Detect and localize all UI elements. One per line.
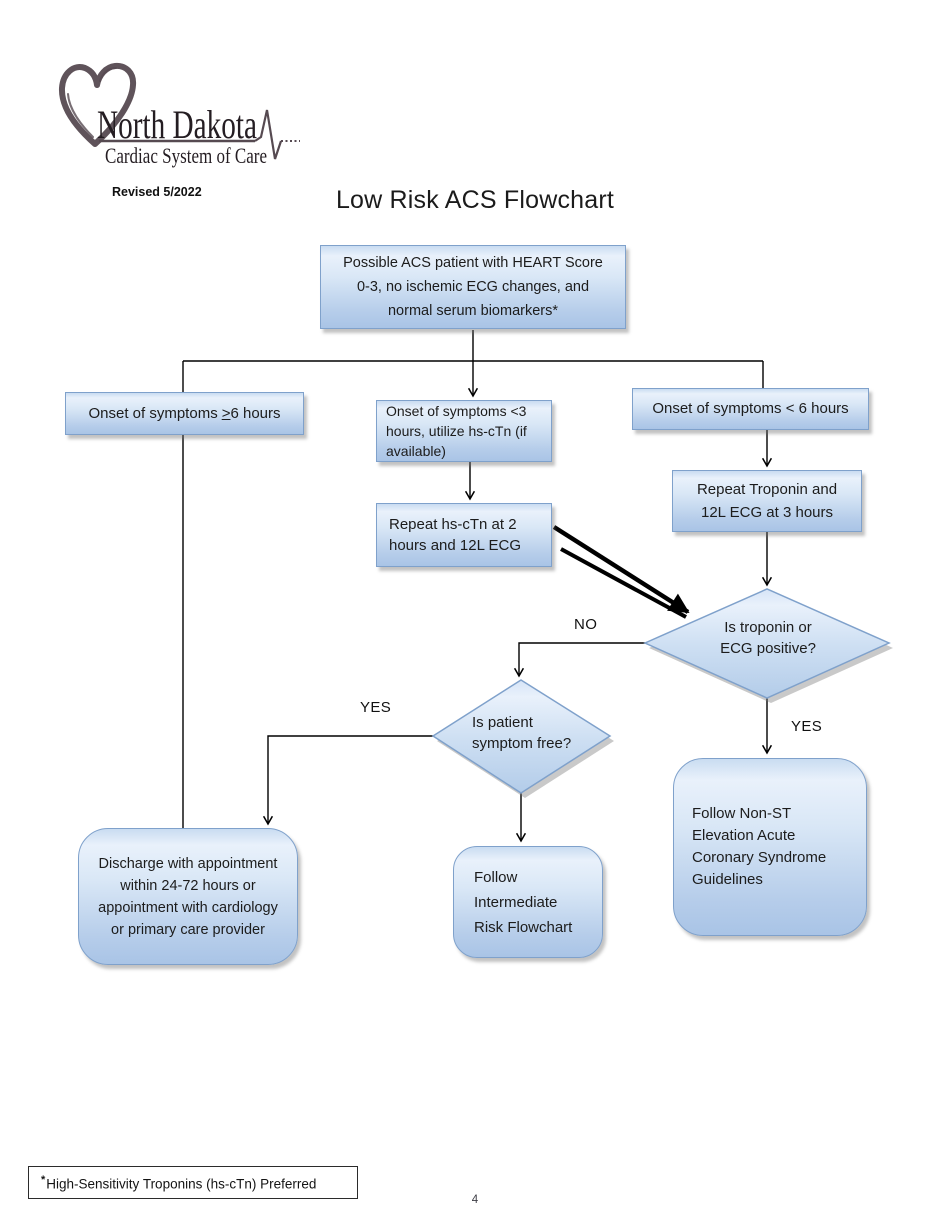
text-line: Follow Non-ST [692, 805, 792, 822]
text-line: Is troponin or [724, 619, 812, 636]
text-line: or primary care provider [111, 921, 265, 938]
thick-arrow-hsctn-to-decision [552, 525, 690, 619]
connector-yes-left-branch [262, 735, 433, 826]
text-line: ECG positive? [720, 640, 816, 657]
text-line: Onset of symptoms <3 [386, 403, 527, 419]
page-title: Low Risk ACS Flowchart [335, 186, 615, 214]
footnote-body: High-Sensitivity Troponins (hs-cTn) Pref… [46, 1176, 317, 1192]
text-line: Intermediate [474, 893, 558, 911]
label-yes-right: YES [791, 718, 823, 735]
heart-icon [58, 62, 137, 147]
node-follow-nste: Follow Non-ST Elevation Acute Coronary S… [673, 758, 867, 936]
logo-tagline: Cardiac System of Care [105, 143, 267, 168]
logo-wordmark: North Dakota [97, 102, 257, 147]
text-line: Repeat hs-cTn at 2 [389, 516, 517, 533]
text-segment: Onset of symptoms [88, 404, 218, 422]
text-line: Is patient [472, 714, 533, 731]
decision-troponin-text: Is troponin or ECG positive? [690, 617, 846, 659]
text-line: Guidelines [692, 871, 763, 888]
text-line: symptom free? [472, 735, 572, 752]
text-line: Discharge with appointment [98, 855, 278, 872]
gte-operator: > [221, 404, 231, 422]
decision-diamonds [431, 588, 893, 798]
node-repeat-hsctn: Repeat hs-cTn at 2 hours and 12L ECG [376, 503, 552, 567]
label-no: NO [574, 616, 598, 633]
text-line: Possible ACS patient with HEART Score [343, 255, 603, 271]
text-line: normal serum biomarkers* [387, 303, 559, 319]
node-start: Possible ACS patient with HEART Score 0-… [320, 245, 626, 329]
page-number: 4 [471, 1194, 479, 1206]
node-follow-intermediate: Follow Intermediate Risk Flowchart [453, 846, 603, 958]
node-onset-lt6: Onset of symptoms < 6 hours [632, 388, 869, 430]
connector-no-branch [513, 642, 645, 678]
node-onset-gte6: Onset of symptoms > 6 hours [65, 392, 304, 435]
nd-cardiac-logo: North Dakota Cardiac System of Care [58, 62, 300, 168]
text-line: hours, utilize hs-cTn (if [386, 423, 527, 439]
text-line: Risk Flowchart [474, 918, 573, 936]
text-line: available) [386, 443, 446, 459]
decision-symptom-diamond [431, 679, 612, 794]
text-line: Follow [474, 868, 518, 886]
node-repeat-troponin: Repeat Troponin and 12L ECG at 3 hours [672, 470, 862, 532]
decision-troponin-diamond [643, 588, 891, 699]
decision-symptom-text: Is patient symptom free? [472, 712, 571, 754]
footnote-text: *High-Sensitivity Troponins (hs-cTn) Pre… [41, 1174, 316, 1192]
footnote-box: *High-Sensitivity Troponins (hs-cTn) Pre… [28, 1166, 358, 1199]
text-line: 12L ECG at 3 hours [700, 504, 834, 521]
text-line: Elevation Acute [692, 827, 796, 844]
text-line: 0-3, no ischemic ECG changes, and [356, 279, 590, 295]
text-line: Coronary Syndrome [692, 849, 827, 866]
text-line: hours and 12L ECG [389, 537, 522, 554]
text-line: within 24-72 hours or [120, 877, 256, 894]
node-discharge: Discharge with appointment within 24-72 … [78, 828, 298, 965]
text-line: appointment with cardiology [98, 899, 278, 916]
revised-date: Revised 5/2022 [112, 185, 202, 199]
connector-lines [182, 330, 773, 843]
ekg-pulse-line [99, 109, 300, 160]
text-segment: 6 hours [230, 404, 281, 422]
text-line: Repeat Troponin and [696, 481, 838, 498]
footnote-marker: * [41, 1173, 46, 1186]
label-yes-left: YES [360, 699, 392, 716]
node-onset-lt3: Onset of symptoms <3 hours, utilize hs-c… [376, 400, 552, 462]
text-line: Onset of symptoms < 6 hours [652, 400, 849, 417]
